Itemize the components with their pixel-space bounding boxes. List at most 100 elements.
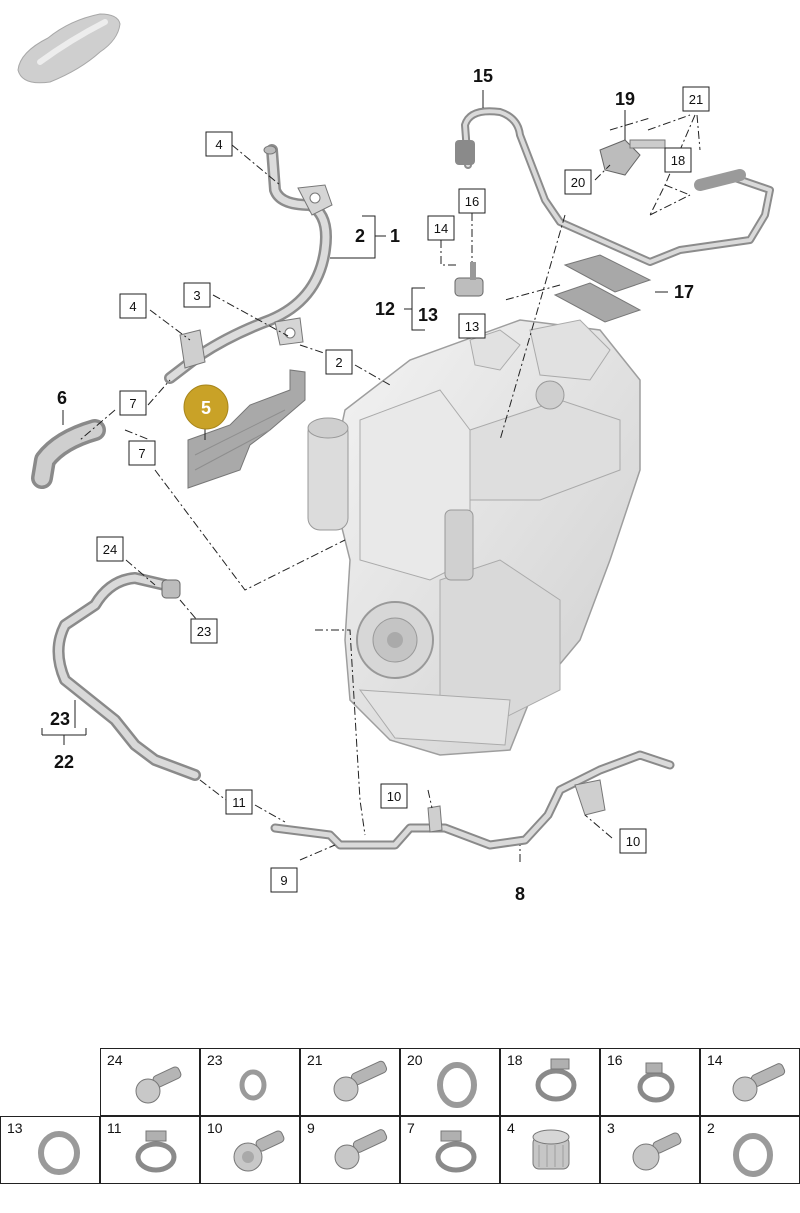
- callout-11[interactable]: 11: [225, 789, 253, 815]
- svg-text:4: 4: [215, 137, 222, 152]
- callout-5-highlighted[interactable]: 5: [183, 384, 229, 430]
- hardware-cell-ring[interactable]: 13: [0, 1116, 100, 1184]
- hardware-number: 4: [507, 1120, 515, 1136]
- svg-text:14: 14: [434, 221, 448, 236]
- callout-8[interactable]: 8: [515, 884, 525, 904]
- hardware-number: 2: [707, 1120, 715, 1136]
- svg-text:7: 7: [138, 446, 145, 461]
- callout-4-upper[interactable]: 4: [205, 131, 233, 157]
- connector-part-13-16: [454, 262, 484, 297]
- parts-diagram: 4 3 4 2 7 7 14 16 13 21 18 20: [17, 13, 774, 904]
- hardware-number: 16: [607, 1052, 623, 1068]
- callout-17[interactable]: 17: [674, 282, 694, 302]
- hardware-number: 3: [607, 1120, 615, 1136]
- svg-text:10: 10: [387, 789, 401, 804]
- callout-13-boxed[interactable]: 13: [458, 313, 486, 339]
- valve-part-19: [599, 139, 666, 176]
- callout-12[interactable]: 12: [375, 299, 395, 319]
- callout-22[interactable]: 22: [54, 752, 74, 772]
- hardware-cell-bolt[interactable]: 9: [300, 1116, 400, 1184]
- hose-part-6: [31, 419, 106, 489]
- hose-clamp-icon: [637, 1062, 675, 1103]
- leader-lines: [79, 114, 701, 862]
- hardware-cell-ring[interactable]: 23: [200, 1048, 300, 1116]
- hardware-cell-clamp[interactable]: 18: [500, 1048, 600, 1116]
- coolant-pipe-part-8: [270, 750, 675, 850]
- hardware-cell-bolt[interactable]: 14: [700, 1048, 800, 1116]
- hardware-cell-clamp[interactable]: 11: [100, 1116, 200, 1184]
- heat-shield-part-5: [187, 369, 306, 489]
- svg-text:20: 20: [571, 175, 585, 190]
- bolt-icon: [334, 1129, 388, 1170]
- hose-clamp-icon: [135, 1130, 177, 1173]
- callout-23-boxed[interactable]: 23: [190, 618, 218, 644]
- hardware-number: 20: [407, 1052, 423, 1068]
- gasket-part-17: [553, 254, 652, 323]
- hose-clamp-icon: [535, 1058, 577, 1102]
- bolt-icon: [333, 1060, 388, 1102]
- callout-3[interactable]: 3: [183, 282, 211, 308]
- callout-23[interactable]: 23: [50, 709, 70, 729]
- hardware-cell-bolt[interactable]: 21: [300, 1048, 400, 1116]
- svg-text:21: 21: [689, 92, 703, 107]
- hardware-cell-ring[interactable]: 2: [700, 1116, 800, 1184]
- bolt-icon: [632, 1132, 682, 1171]
- car-silhouette-icon: [17, 13, 121, 84]
- hardware-number: 9: [307, 1120, 315, 1136]
- callout-7-upper[interactable]: 7: [119, 390, 147, 416]
- hardware-cell-nut[interactable]: 4: [500, 1116, 600, 1184]
- callout-1[interactable]: 1: [390, 226, 400, 246]
- svg-text:5: 5: [201, 398, 211, 418]
- coolant-pipe-part-22: [52, 572, 201, 781]
- hardware-number: 23: [207, 1052, 223, 1068]
- hardware-cell-bolt[interactable]: 24: [100, 1048, 200, 1116]
- nut-icon: [532, 1129, 570, 1170]
- engine-block-image: [307, 319, 641, 756]
- hardware-cell-bolt[interactable]: 3: [600, 1116, 700, 1184]
- callout-10-right[interactable]: 10: [619, 828, 647, 854]
- svg-text:23: 23: [197, 624, 211, 639]
- o-ring-icon: [38, 1131, 80, 1175]
- svg-text:4: 4: [129, 299, 136, 314]
- svg-text:10: 10: [626, 834, 640, 849]
- svg-text:13: 13: [465, 319, 479, 334]
- svg-text:7: 7: [129, 396, 136, 411]
- callout-7-lower[interactable]: 7: [128, 440, 156, 466]
- callout-9[interactable]: 9: [270, 867, 298, 893]
- callout-6[interactable]: 6: [57, 388, 67, 408]
- bolt-icon: [135, 1066, 182, 1104]
- svg-text:24: 24: [103, 542, 117, 557]
- hardware-cell-bolt[interactable]: 10: [200, 1116, 300, 1184]
- callout-19[interactable]: 19: [615, 89, 635, 109]
- callout-21[interactable]: 21: [682, 86, 710, 112]
- svg-text:2: 2: [335, 355, 342, 370]
- hardware-cell-ring[interactable]: 20: [400, 1048, 500, 1116]
- hardware-table: 24 23 21 20 18 16: [0, 1048, 800, 1188]
- hardware-number: 13: [7, 1120, 23, 1136]
- callout-13[interactable]: 13: [418, 305, 438, 325]
- o-ring-icon: [437, 1062, 477, 1108]
- svg-text:3: 3: [193, 288, 200, 303]
- callout-2[interactable]: 2: [355, 226, 365, 246]
- hardware-number: 11: [107, 1120, 122, 1136]
- hardware-number: 10: [207, 1120, 223, 1136]
- callout-20[interactable]: 20: [564, 169, 592, 195]
- hose-clamp-icon: [435, 1130, 477, 1173]
- callout-2-boxed[interactable]: 2: [325, 349, 353, 375]
- coolant-line-part-15-18: [455, 107, 774, 266]
- hardware-cell-clamp[interactable]: 16: [600, 1048, 700, 1116]
- svg-text:9: 9: [280, 873, 287, 888]
- o-ring-icon: [239, 1069, 267, 1101]
- callout-10-left[interactable]: 10: [380, 783, 408, 809]
- svg-text:18: 18: [671, 153, 685, 168]
- callout-24[interactable]: 24: [96, 536, 124, 562]
- hardware-number: 14: [707, 1052, 723, 1068]
- o-ring-icon: [733, 1133, 773, 1177]
- svg-text:16: 16: [465, 194, 479, 209]
- callout-14[interactable]: 14: [427, 215, 455, 241]
- callout-15[interactable]: 15: [473, 66, 493, 86]
- hardware-cell-clamp[interactable]: 7: [400, 1116, 500, 1184]
- callout-18[interactable]: 18: [664, 147, 692, 173]
- callout-16[interactable]: 16: [458, 188, 486, 214]
- callout-4-lower[interactable]: 4: [119, 293, 147, 319]
